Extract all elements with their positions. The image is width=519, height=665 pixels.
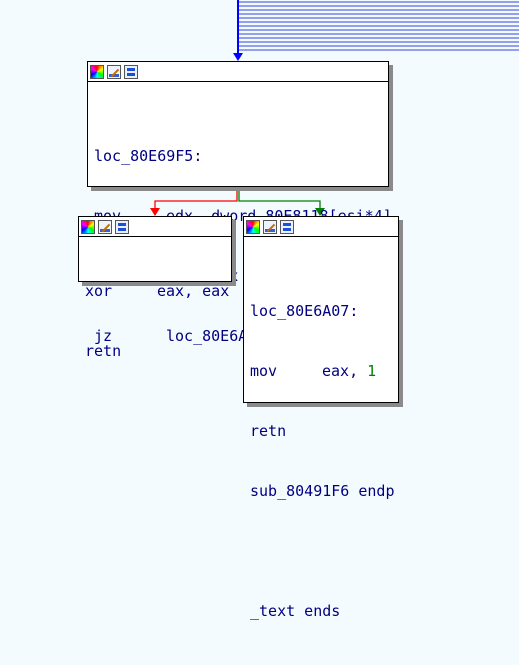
edit-pen-icon[interactable]	[107, 64, 121, 79]
mnemonic: jz	[94, 327, 113, 345]
mnemonic: mov	[250, 362, 278, 380]
true-branch-arrow	[315, 208, 325, 216]
instruction-line[interactable]: xor eax, eax	[85, 281, 230, 301]
code-block-true[interactable]: loc_80E6A07: mov eax, 1 retn sub_80491F6 …	[243, 216, 399, 620]
graph-view-icon[interactable]	[280, 219, 294, 234]
edit-pen-icon[interactable]	[98, 219, 112, 234]
incoming-edge-bundle	[238, 1, 519, 51]
incoming-edge-arrow	[233, 53, 243, 61]
false-branch-arrow	[150, 208, 160, 216]
block-titlebar	[244, 217, 398, 237]
graph-view[interactable]: loc_80E69F5: movedx, dword_80E8118[esi*4…	[0, 0, 519, 620]
segment-end-directive[interactable]: _text ends	[250, 602, 341, 620]
block-titlebar	[88, 62, 388, 82]
disassembly-lines: loc_80E6A07: mov eax, 1 retn sub_80491F6 …	[244, 237, 398, 665]
graph-view-icon[interactable]	[124, 64, 138, 79]
immediate-value: 1	[367, 362, 377, 380]
color-palette-icon[interactable]	[246, 219, 260, 234]
operands: eax, eax	[157, 282, 230, 300]
mnemonic: xor	[85, 282, 113, 300]
instruction-line[interactable]: jz loc_80E6A07	[94, 326, 384, 346]
edit-pen-icon[interactable]	[263, 219, 277, 234]
block-titlebar	[79, 217, 231, 237]
blank-line	[250, 541, 394, 561]
color-palette-icon[interactable]	[81, 219, 95, 234]
code-label[interactable]: loc_80E69F5:	[94, 147, 203, 165]
operands: eax,	[322, 362, 368, 380]
code-label[interactable]: loc_80E6A07:	[250, 302, 359, 320]
instruction-line[interactable]: retn	[85, 341, 227, 361]
code-block-main[interactable]: loc_80E69F5: movedx, dword_80E8118[esi*4…	[87, 61, 392, 345]
disassembly-lines: xor eax, eax retn	[79, 237, 231, 405]
mnemonic: retn	[250, 422, 287, 440]
code-block-false[interactable]: xor eax, eax retn	[78, 216, 232, 360]
instruction-line[interactable]: mov eax, 1	[250, 361, 394, 381]
operands: loc_80E6A07	[166, 327, 266, 345]
instruction-line[interactable]: retn	[250, 421, 394, 441]
color-palette-icon[interactable]	[90, 64, 104, 79]
proc-end-directive[interactable]: sub_80491F6 endp	[250, 482, 395, 500]
graph-view-icon[interactable]	[115, 219, 129, 234]
graph-edges	[150, 0, 519, 216]
false-branch-edge	[154, 187, 238, 211]
mnemonic: retn	[85, 342, 122, 360]
true-branch-edge	[238, 187, 321, 211]
